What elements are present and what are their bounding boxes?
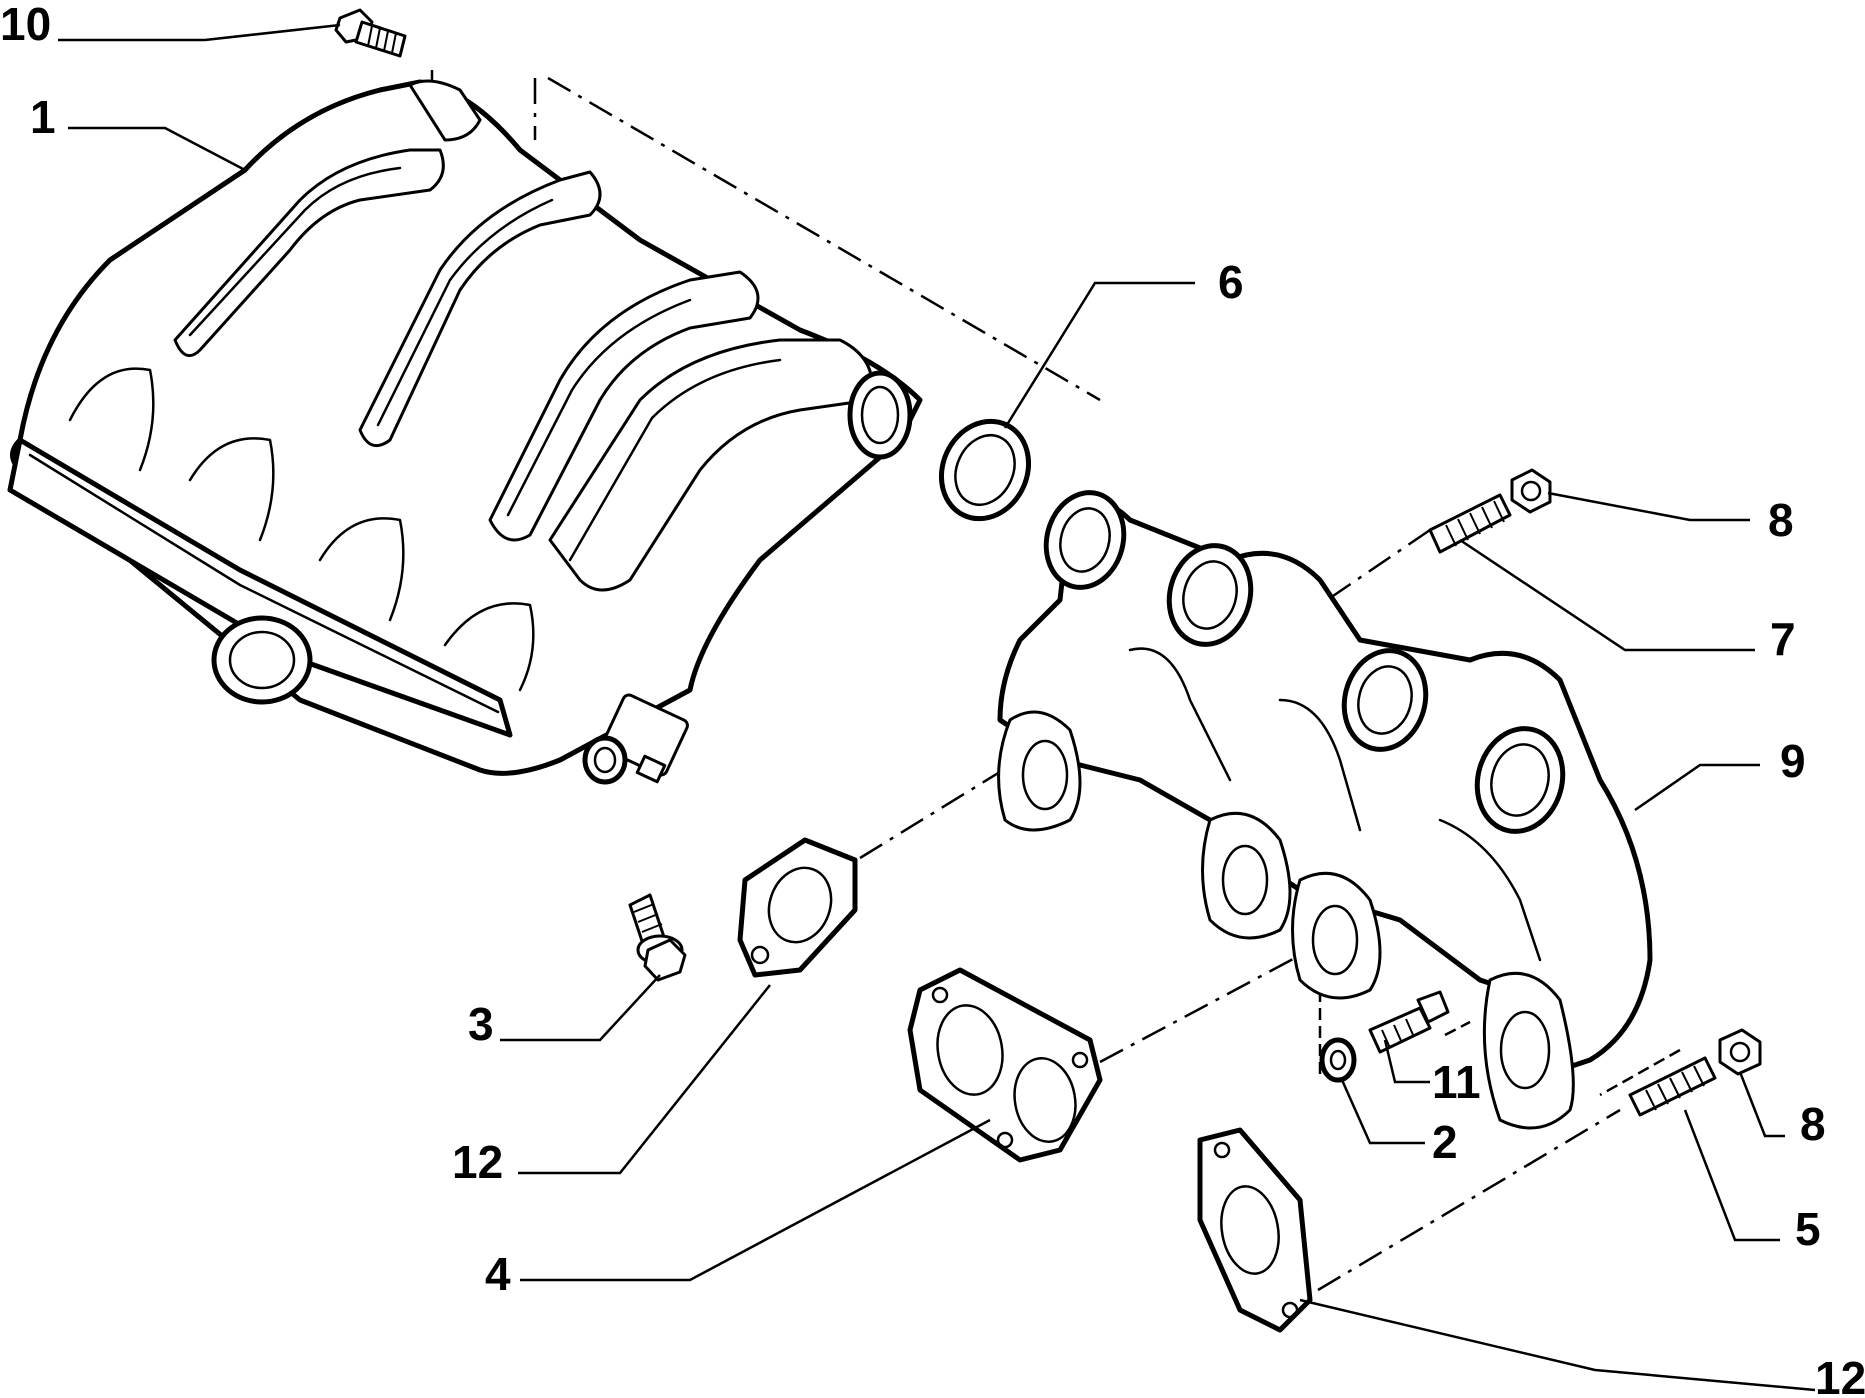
exhaust-manifold [997,490,1653,1130]
callout-6: 6 [1218,256,1244,308]
callout-7: 7 [1770,613,1796,665]
callout-2: 2 [1432,1116,1458,1168]
sensor [582,693,689,785]
bolt-10 [334,8,407,58]
callout-5: 5 [1795,1203,1821,1255]
callout-10: 10 [0,0,51,50]
nut-8-lower [1718,1028,1762,1076]
bolt-3 [628,893,687,982]
ring-gasket-6 [938,418,1032,522]
gasket-12-left [737,837,858,978]
stud-7 [1428,493,1512,554]
callout-11: 11 [1432,1056,1481,1108]
intake-manifold [7,79,923,785]
bolt-11 [1368,990,1450,1054]
washer-2 [1319,1037,1357,1083]
nut-8-upper [1510,468,1552,514]
callout-3: 3 [468,998,494,1050]
leader-lines [58,23,1816,1392]
callout-9: 9 [1780,735,1806,787]
gasket-12-lower [1197,1127,1313,1333]
stud-5 [1628,1056,1717,1117]
callout-12-left: 12 [452,1136,503,1188]
callout-12-lower: 12 [1815,1352,1865,1398]
gasket-4 [907,967,1103,1163]
callout-8-lower: 8 [1800,1098,1826,1150]
callout-8-upper: 8 [1768,494,1794,546]
callout-4: 4 [485,1248,511,1300]
callout-1: 1 [30,91,56,143]
